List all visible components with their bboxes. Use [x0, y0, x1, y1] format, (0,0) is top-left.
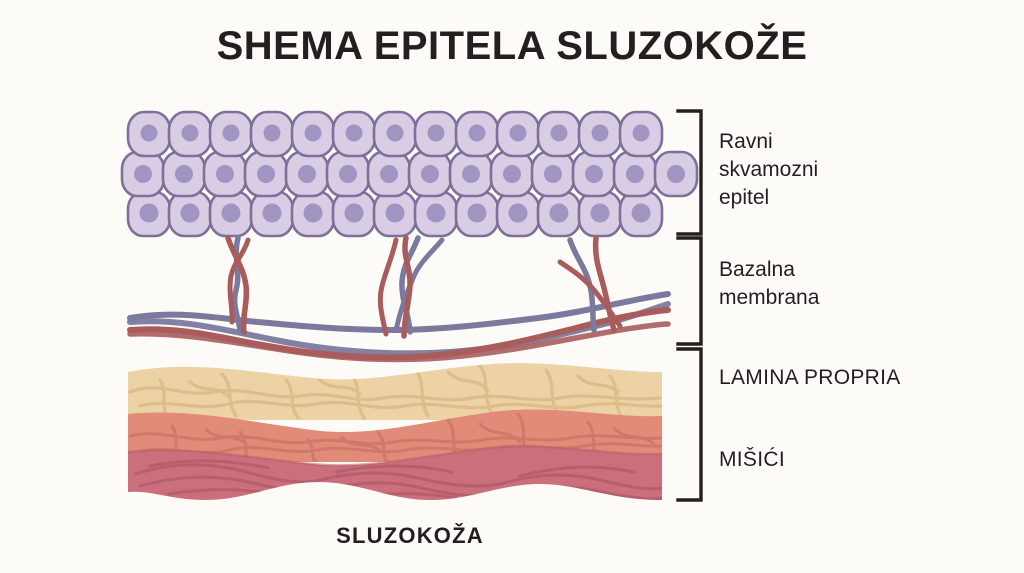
epithelium-layer [120, 110, 699, 238]
muscle-layer [127, 445, 663, 500]
label-epithelium-line1: Ravni [719, 130, 773, 153]
basement-membrane-vessels [127, 235, 671, 363]
epithelium-cell-row-bottom [126, 190, 664, 238]
epithelium-cell-row-middle [120, 150, 699, 198]
label-membrane-line2: membrana [719, 286, 820, 309]
page-title: SHEMA EPITELA SLUZOKOŽE [216, 24, 808, 68]
label-lamina-propria: LAMINA PROPRIA [719, 366, 901, 389]
label-membrane-line1: Bazalna [719, 258, 795, 281]
lamina-propria-layer [128, 363, 662, 420]
epithelium-cell-row-top [126, 110, 664, 158]
label-epithelium-line3: epitel [719, 186, 770, 209]
bracket-lamina-muscle [676, 347, 703, 502]
bracket-group [676, 109, 703, 502]
label-epithelium: Ravni skvamozni epitel [719, 128, 818, 212]
label-epithelium-line2: skvamozni [719, 158, 819, 181]
label-muscle: MIŠIĆI [719, 448, 785, 471]
bracket-basement-membrane [676, 236, 703, 346]
bottom-caption: SLUZOKOŽA [336, 523, 484, 548]
label-basement-membrane: Bazalna membrana [719, 256, 819, 312]
bracket-epithelium [676, 109, 703, 236]
